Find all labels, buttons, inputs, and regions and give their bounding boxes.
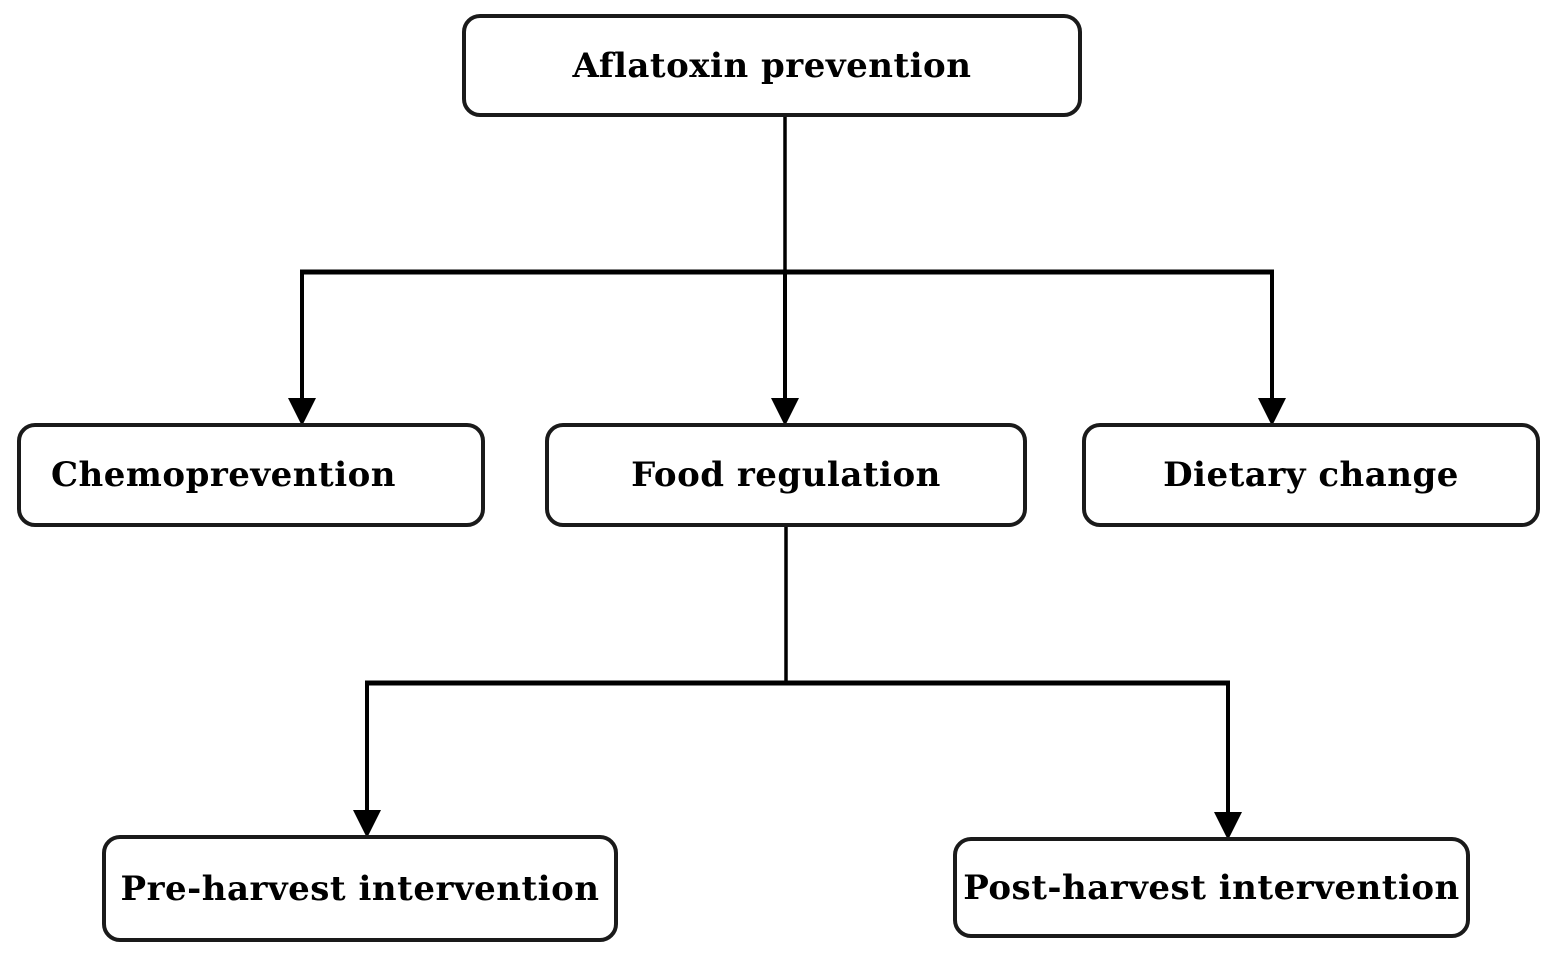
- node-food-regulation: Food regulation: [545, 423, 1027, 527]
- node-chemoprevention: Chemoprevention: [17, 423, 485, 527]
- node-dietary-change-label: Dietary change: [1163, 455, 1459, 495]
- arrowhead-dietary-change: [1258, 398, 1286, 426]
- node-pre-harvest-intervention-label: Pre-harvest intervention: [120, 868, 600, 909]
- arrowhead-food-regulation: [771, 398, 799, 426]
- arrowhead-post-harvest: [1214, 812, 1242, 840]
- node-post-harvest-intervention: Post-harvest intervention: [953, 837, 1470, 938]
- arrowhead-pre-harvest: [353, 810, 381, 838]
- arrowhead-chemoprevention: [288, 398, 316, 426]
- node-aflatoxin-prevention: Aflatoxin prevention: [462, 14, 1082, 117]
- node-food-regulation-label: Food regulation: [631, 455, 941, 495]
- node-dietary-change: Dietary change: [1082, 423, 1540, 527]
- node-chemoprevention-label: Chemoprevention: [51, 455, 397, 495]
- node-aflatoxin-prevention-label: Aflatoxin prevention: [572, 45, 972, 86]
- node-post-harvest-intervention-label: Post-harvest intervention: [963, 867, 1460, 908]
- node-pre-harvest-intervention: Pre-harvest intervention: [102, 835, 618, 942]
